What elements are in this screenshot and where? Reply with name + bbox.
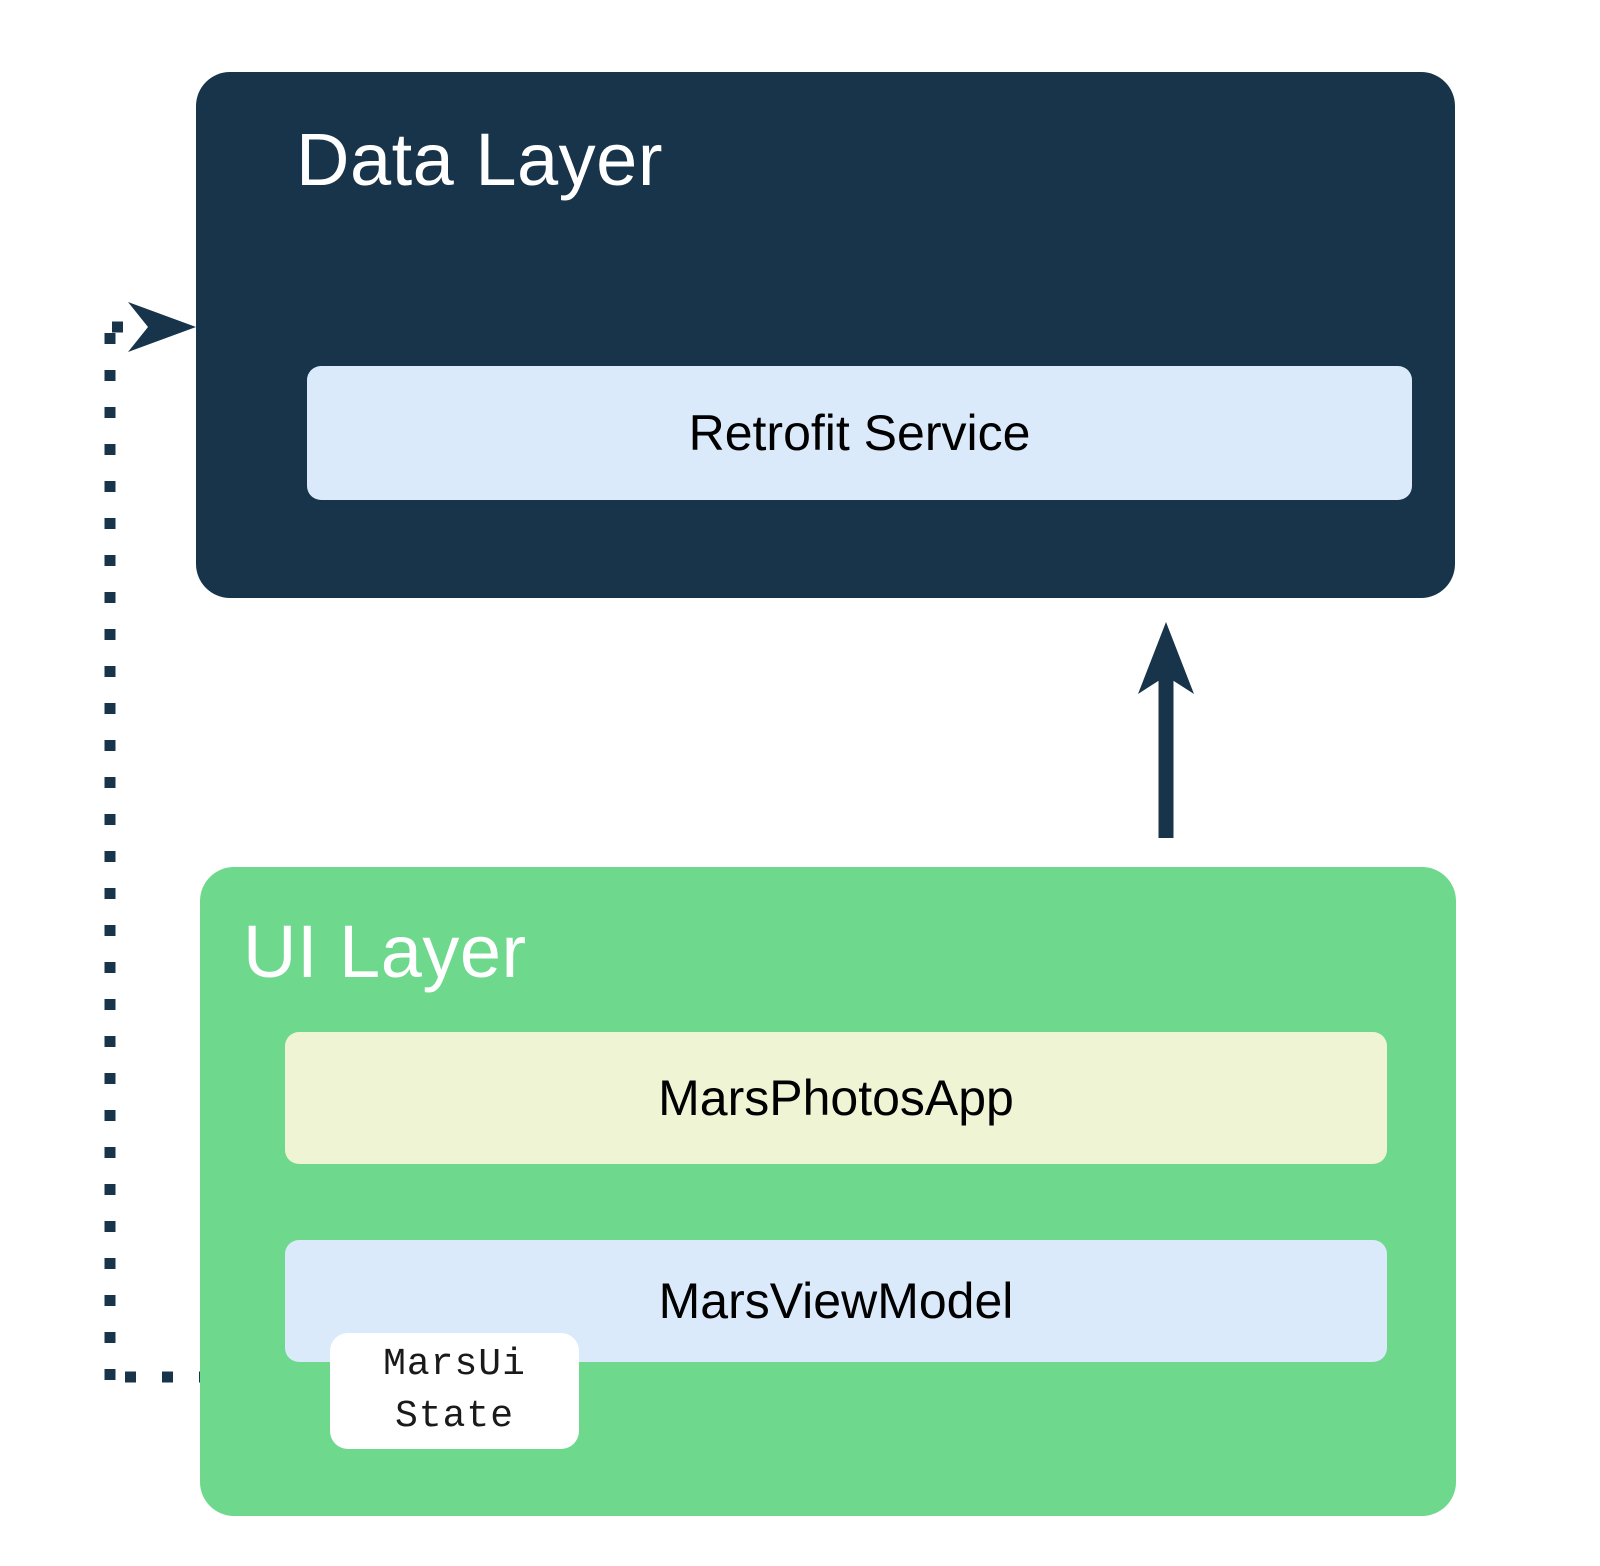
data-layer-title: Data Layer	[296, 118, 663, 201]
mars-view-model-box[interactable]: MarsViewModel	[285, 1240, 1387, 1362]
solid-arrow-head	[1138, 622, 1194, 694]
mars-ui-state-chip[interactable]: MarsUi State	[330, 1333, 579, 1449]
mars-ui-state-line-2: State	[394, 1395, 515, 1438]
data-layer-container[interactable]: Data Layer Retrofit Service	[196, 72, 1455, 598]
ui-layer-title: UI Layer	[243, 910, 527, 993]
solid-arrow-viewmodel-to-data-layer	[1138, 622, 1194, 838]
mars-ui-state-line-1: MarsUi	[383, 1343, 526, 1386]
retrofit-service-box[interactable]: Retrofit Service	[307, 366, 1412, 500]
dotted-connector-arrow-head	[128, 302, 196, 352]
mars-photos-app-box[interactable]: MarsPhotosApp	[285, 1032, 1387, 1164]
